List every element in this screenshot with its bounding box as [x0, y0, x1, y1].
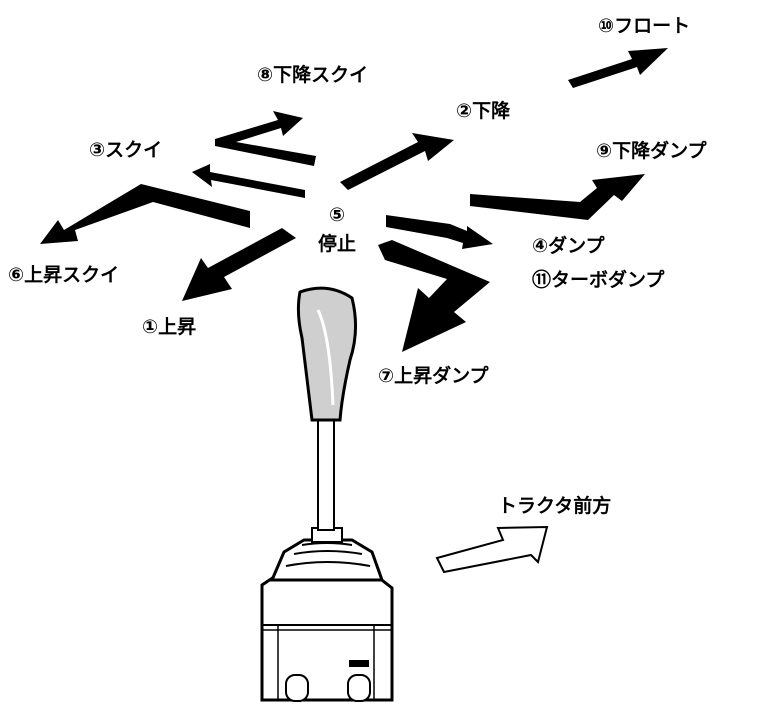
lower-scoop-arrow [215, 111, 316, 166]
joystick [260, 286, 394, 702]
dump-arrow [386, 215, 493, 249]
tractor-forward-arrow [435, 525, 549, 574]
label-scoop: ③スクイ [89, 139, 163, 161]
label-lower: ②下降 [456, 100, 511, 122]
label-raise-dump: ⑦上昇ダンプ [378, 365, 489, 387]
label-lower-dump: ⑨下降ダンプ [596, 140, 707, 162]
raise-scoop-arrow [40, 184, 250, 244]
scoop-arrow [192, 164, 305, 198]
lower-arrow [340, 133, 454, 190]
label-turbo-dump: ⑪ターボダンプ [532, 269, 665, 291]
label-raise-scoop: ⑥上昇スクイ [8, 264, 120, 286]
label-raise: ①上昇 [142, 316, 197, 338]
lower-dump-arrow [470, 174, 645, 220]
label-lower-scoop: ⑧下降スクイ [257, 64, 369, 86]
label-stop: 停止 [317, 233, 356, 255]
label-tractor-forward: トラクタ前方 [498, 495, 612, 517]
raise-dump-arrow [378, 240, 490, 352]
raise-arrow [182, 228, 296, 301]
label-dump: ④ダンプ [532, 235, 605, 257]
float-arrow [568, 48, 668, 88]
label-stop-number: ⑤ [328, 204, 346, 226]
label-float: ⑩フロート [598, 15, 691, 37]
